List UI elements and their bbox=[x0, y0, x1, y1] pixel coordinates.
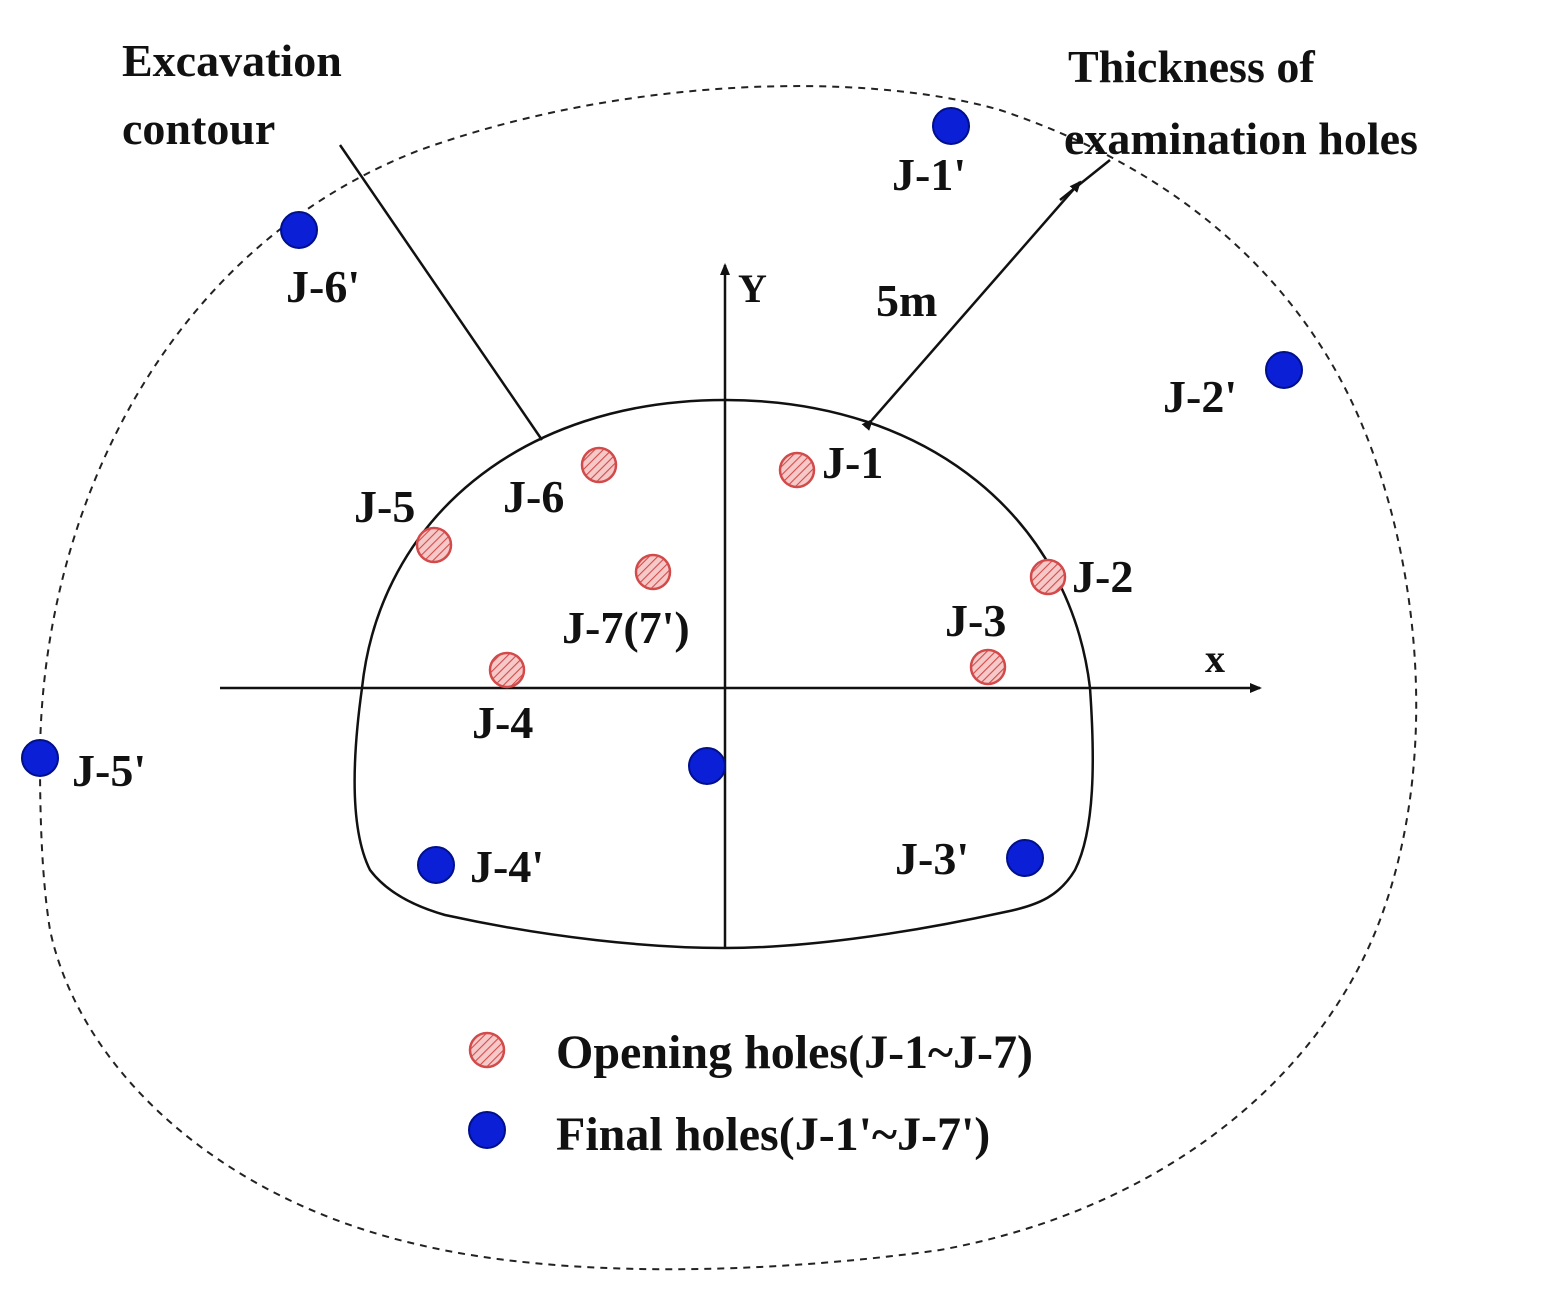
opening-hole-marker bbox=[1029, 558, 1067, 596]
final-hole-marker bbox=[417, 846, 455, 884]
x-axis-label: x bbox=[1205, 636, 1225, 681]
opening-hole-label: J-1 bbox=[822, 437, 883, 488]
opening-hole-label: J-2 bbox=[1072, 551, 1133, 602]
opening-hole-marker bbox=[415, 526, 453, 564]
legend-final-marker bbox=[468, 1111, 506, 1149]
thickness-callout-line2: examination holes bbox=[1064, 113, 1418, 164]
final-hole-label: J-3' bbox=[895, 833, 969, 884]
excavation-contour bbox=[353, 398, 1095, 950]
legend-opening-marker bbox=[468, 1031, 506, 1069]
final-hole-marker bbox=[21, 739, 59, 777]
dimension-label: 5m bbox=[876, 275, 937, 326]
opening-hole-label: J-6 bbox=[503, 471, 564, 522]
legend-opening-label: Opening holes(J-1~J-7) bbox=[556, 1026, 1033, 1079]
opening-hole-marker bbox=[488, 651, 526, 689]
opening-hole-label: J-3 bbox=[945, 595, 1006, 646]
final-hole-label: J-4' bbox=[470, 841, 544, 892]
excavation-leader-line bbox=[338, 144, 544, 441]
thickness-callout-line1: Thickness of bbox=[1068, 41, 1315, 92]
final-hole-marker bbox=[932, 107, 970, 145]
thickness-leader-line bbox=[1059, 159, 1111, 201]
opening-hole-label: J-4 bbox=[472, 697, 533, 748]
final-hole-label: J-2' bbox=[1163, 371, 1237, 422]
outer-dashed-contour bbox=[38, 85, 1418, 1271]
opening-hole-marker bbox=[969, 648, 1007, 686]
final-hole-label: J-5' bbox=[72, 745, 146, 796]
legend-final-label: Final holes(J-1'~J-7') bbox=[556, 1108, 990, 1161]
opening-hole-label: J-5 bbox=[354, 481, 415, 532]
dimension-arrow bbox=[861, 180, 1082, 431]
opening-hole-marker bbox=[778, 451, 816, 489]
opening-hole-marker bbox=[580, 446, 618, 484]
excavation-callout-line2: contour bbox=[122, 103, 275, 154]
final-hole-label: J-1' bbox=[892, 149, 966, 200]
final-hole-marker bbox=[1006, 839, 1044, 877]
final-hole-marker bbox=[688, 747, 726, 785]
opening-hole-marker bbox=[634, 553, 672, 591]
final-hole-label: J-6' bbox=[286, 261, 360, 312]
opening-holes: J-1 J-2 J-3 J-4 J-5 J-6 J-7(7') bbox=[354, 437, 1133, 748]
excavation-callout-line1: Excavation bbox=[122, 35, 342, 86]
final-hole-marker bbox=[1265, 351, 1303, 389]
y-axis-label: Y bbox=[738, 266, 767, 311]
legend: Opening holes(J-1~J-7) Final holes(J-1'~… bbox=[468, 1026, 1033, 1161]
opening-hole-label: J-7(7') bbox=[562, 602, 690, 653]
final-holes: J-1' J-2' J-3' J-4' J-5' J-6' bbox=[21, 107, 1303, 892]
final-hole-marker bbox=[280, 211, 318, 249]
